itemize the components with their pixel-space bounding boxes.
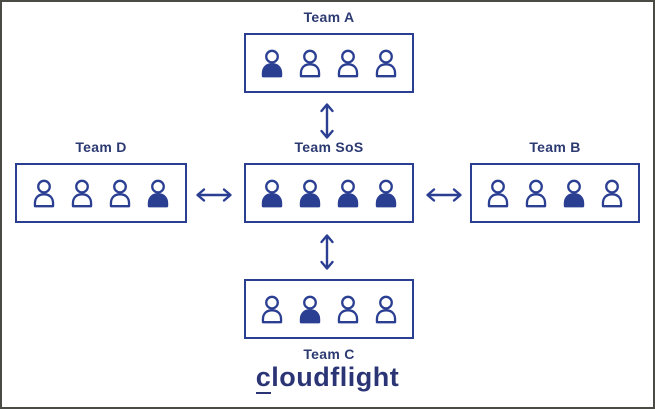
double-arrow-horizontal-icon — [426, 188, 462, 202]
person-icon-outline — [33, 179, 55, 208]
person-icon-outline — [299, 49, 321, 78]
person-icon-outline — [261, 295, 283, 324]
person-icon-filled — [299, 295, 321, 324]
logo-rest: loudflight — [271, 362, 400, 392]
team-d-group: Team D — [15, 138, 187, 223]
team-b-members — [484, 177, 626, 209]
team-sos-members — [258, 177, 400, 209]
cloudflight-logo: cloudflight — [2, 362, 653, 394]
team-b-box — [470, 163, 640, 223]
double-arrow-horizontal-icon — [196, 188, 232, 202]
team-a-members — [258, 47, 400, 79]
person-icon-outline — [337, 295, 359, 324]
person-icon-outline — [375, 49, 397, 78]
person-icon-filled — [261, 49, 283, 78]
person-icon-filled — [147, 179, 169, 208]
team-d-label: Team D — [75, 139, 127, 155]
team-a-label: Team A — [303, 9, 355, 25]
team-b-group: Team B — [470, 138, 640, 223]
team-a-box — [244, 33, 414, 93]
team-a-group: Team A — [244, 8, 414, 93]
person-icon-outline — [71, 179, 93, 208]
person-icon-outline — [601, 179, 623, 208]
team-c-members — [258, 293, 400, 325]
person-icon-filled — [261, 179, 283, 208]
person-icon-outline — [375, 295, 397, 324]
team-sos-box — [244, 163, 414, 223]
person-icon-outline — [109, 179, 131, 208]
double-arrow-vertical-icon — [320, 234, 334, 270]
team-c-group: Team C — [244, 279, 414, 363]
team-sos-group: Team SoS — [244, 138, 414, 223]
person-icon-outline — [525, 179, 547, 208]
person-icon-outline — [337, 49, 359, 78]
team-c-box — [244, 279, 414, 339]
team-d-members — [30, 177, 172, 209]
person-icon-filled — [563, 179, 585, 208]
team-b-label: Team B — [529, 139, 581, 155]
person-icon-filled — [375, 179, 397, 208]
person-icon-filled — [337, 179, 359, 208]
double-arrow-vertical-icon — [320, 103, 334, 139]
logo-first-letter: c — [255, 362, 272, 394]
team-c-label: Team C — [303, 346, 355, 362]
team-d-box — [15, 163, 187, 223]
person-icon-outline — [487, 179, 509, 208]
team-sos-label: Team SoS — [294, 139, 364, 155]
person-icon-filled — [299, 179, 321, 208]
